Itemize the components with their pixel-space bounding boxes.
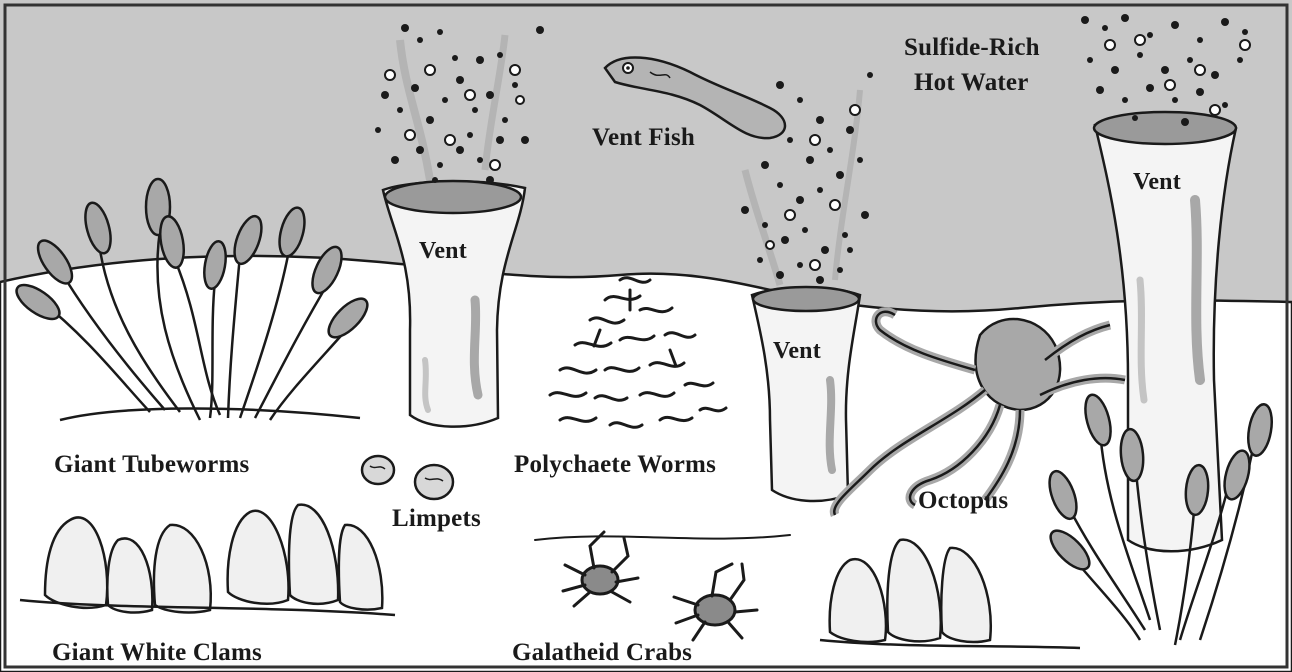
label-octopus: Octopus: [918, 487, 1008, 514]
label-giant-white-clams: Giant White Clams: [52, 639, 262, 666]
label-giant-tubeworms: Giant Tubeworms: [54, 451, 249, 478]
label-limpets: Limpets: [392, 505, 481, 532]
label-hot-water: Hot Water: [914, 69, 1029, 96]
label-polychaete-worms: Polychaete Worms: [514, 451, 716, 478]
label-vent-right: Vent: [1133, 169, 1181, 195]
label-vent-fish: Vent Fish: [592, 124, 695, 151]
label-sulfide-rich: Sulfide-Rich: [904, 34, 1040, 61]
label-vent-middle: Vent: [773, 338, 821, 364]
label-galatheid-crabs: Galatheid Crabs: [512, 639, 692, 666]
label-vent-left: Vent: [419, 238, 467, 264]
